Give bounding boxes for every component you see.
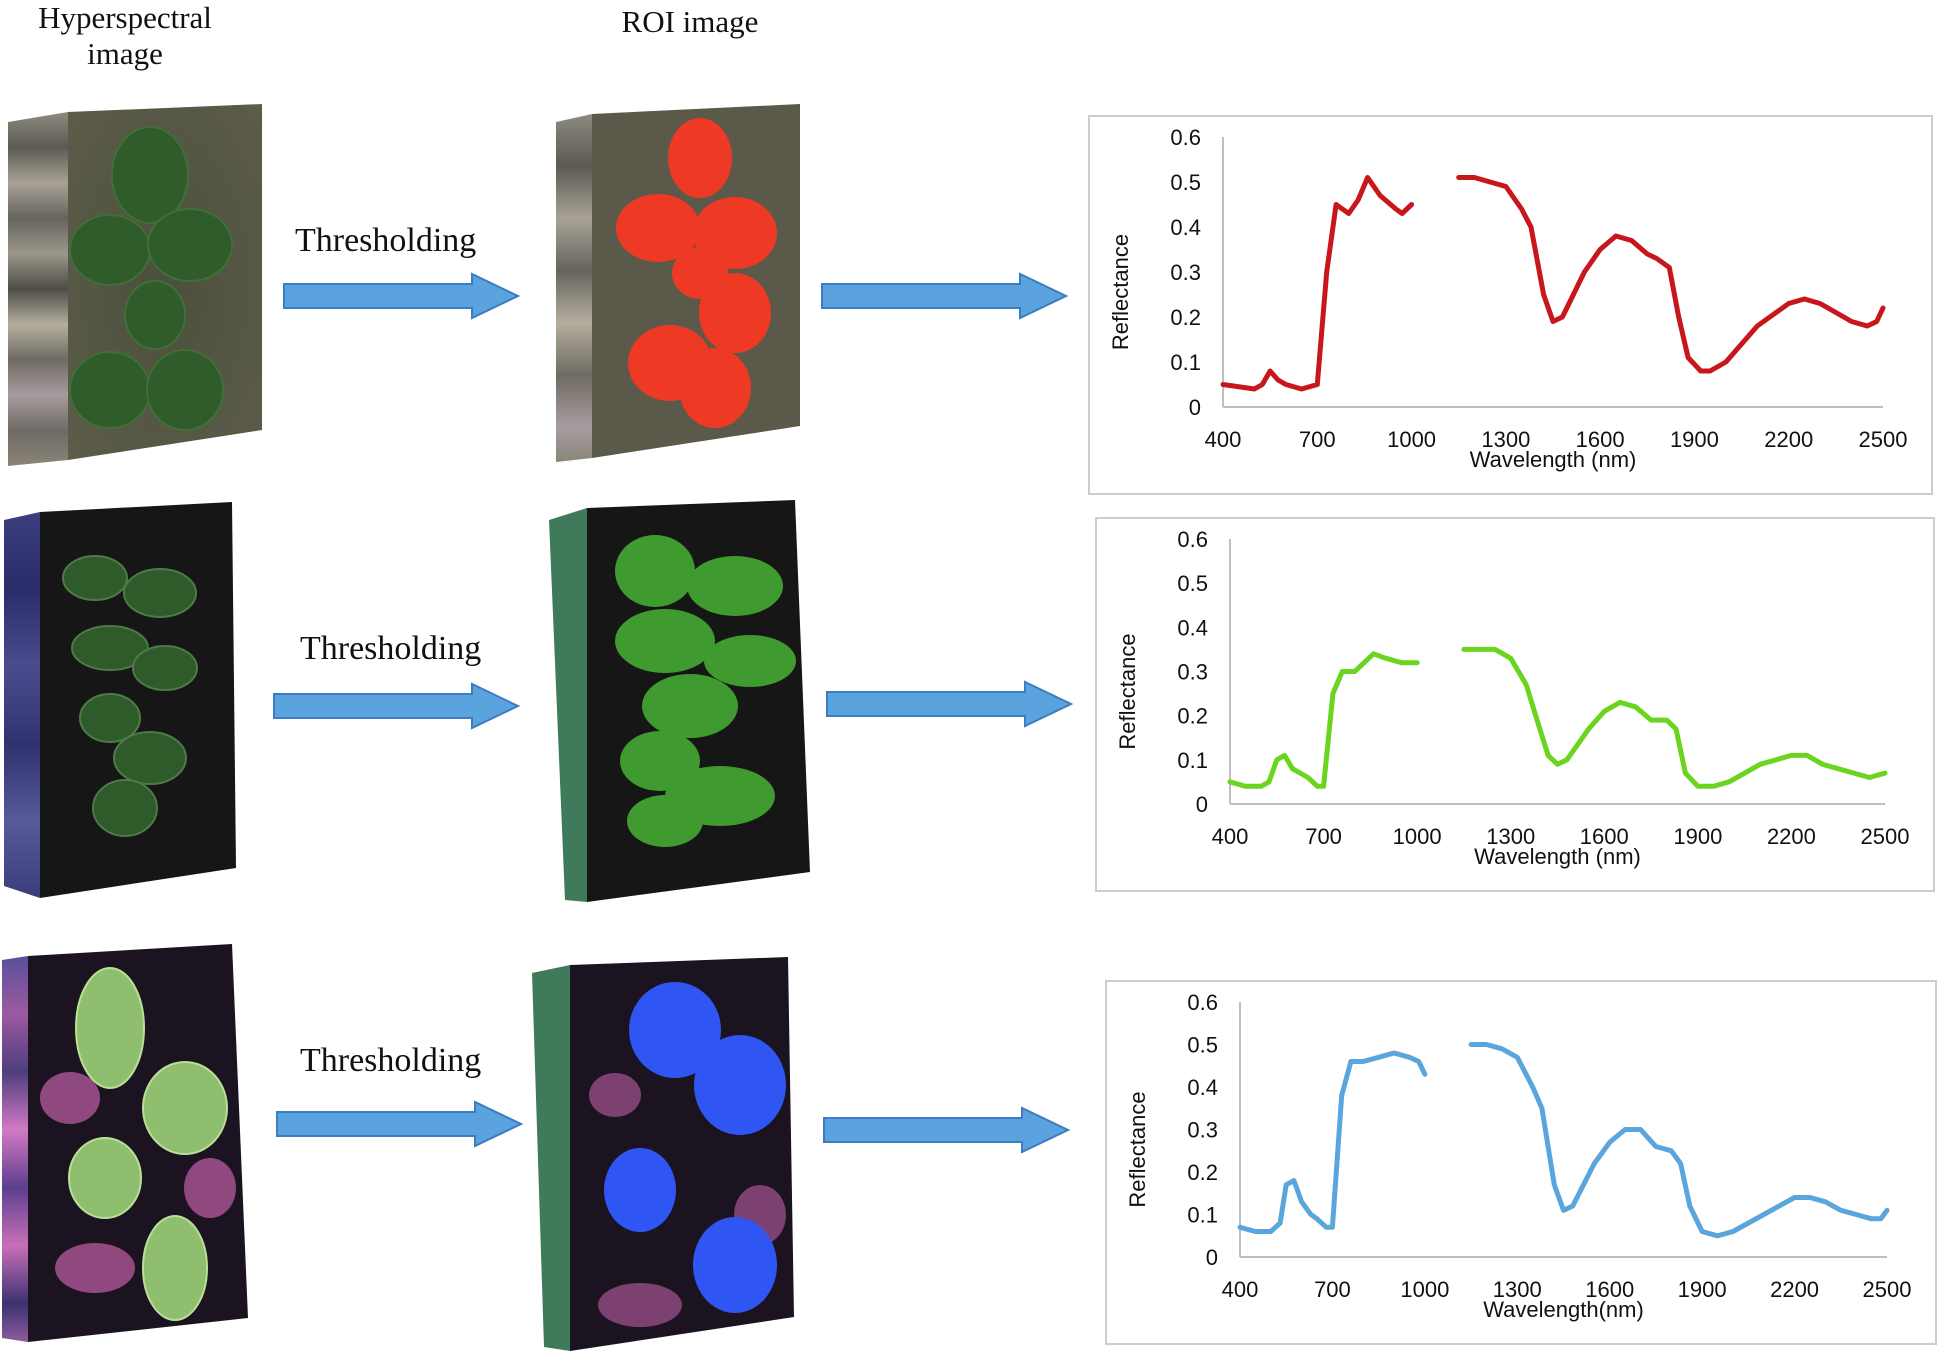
y-tick-label: 0.5 [1170, 170, 1201, 195]
hyperspectral-cube-3 [2, 944, 248, 1342]
chart-frame [1105, 980, 1937, 1345]
reflectance-chart-3: 0 0.1 0.2 0.3 0.4 0.5 0.6 400 700 1000 1300 1600 190… [1105, 980, 1937, 1345]
x-tick-label: 1300 [1493, 1277, 1542, 1302]
arrow-2b [826, 680, 1074, 728]
y-tick-label: 0.6 [1170, 125, 1201, 150]
spectrum-line-segment-2 [1468, 1042, 1890, 1239]
hyperspectral-cube-2 [4, 502, 236, 898]
thresholding-label-3: Thresholding [300, 1042, 482, 1079]
y-tick-label: 0.1 [1177, 748, 1208, 773]
reflectance-chart-2: 0 0.1 0.2 0.3 0.4 0.5 0.6 400 700 1000 1300 1600 190… [1095, 517, 1935, 892]
x-tick-label: 1000 [1400, 1277, 1449, 1302]
x-tick-label: 1300 [1481, 427, 1530, 452]
x-tick-label: 700 [1305, 824, 1342, 849]
thresholding-label-2: Thresholding [300, 630, 482, 667]
x-tick-label: 2500 [1859, 427, 1908, 452]
y-tick-label: 0.4 [1177, 615, 1208, 640]
y-tick-label: 0.2 [1170, 305, 1201, 330]
y-tick-label: 0.6 [1177, 527, 1208, 552]
y-tick-label: 0 [1196, 792, 1208, 817]
spectrum-line-segment-2 [1461, 646, 1888, 789]
x-axis-title: Wavelength(nm) [1483, 1297, 1644, 1322]
arrow-2a [273, 682, 521, 730]
x-tick-label: 1600 [1580, 824, 1629, 849]
y-tick-label: 0.4 [1187, 1075, 1218, 1100]
x-tick-label: 1900 [1670, 427, 1719, 452]
y-axis-title: Reflectance [1115, 633, 1140, 749]
spectrum-line-segment-1 [1237, 1050, 1428, 1234]
spectrum-line-segment-2 [1456, 175, 1886, 374]
y-tick-label: 0 [1189, 395, 1201, 420]
y-tick-label: 0.5 [1187, 1033, 1218, 1058]
x-tick-label: 400 [1222, 1277, 1259, 1302]
y-tick-label: 0.6 [1187, 990, 1218, 1015]
y-tick-label: 0.3 [1187, 1118, 1218, 1143]
x-tick-label: 400 [1212, 824, 1249, 849]
x-axis-title: Wavelength (nm) [1470, 447, 1637, 472]
roi-cube-1 [556, 104, 800, 462]
y-tick-label: 0 [1206, 1245, 1218, 1270]
y-tick-label: 0.2 [1187, 1160, 1218, 1185]
x-tick-label: 700 [1299, 427, 1336, 452]
roi-cube-2 [549, 500, 810, 902]
roi-image-header: ROI image [621, 4, 759, 39]
y-tick-label: 0.4 [1170, 215, 1201, 240]
y-tick-label: 0.1 [1187, 1203, 1218, 1228]
hyperspectral-cube-1 [8, 104, 262, 466]
y-axis-title: Reflectance [1108, 234, 1133, 350]
arrow-3b [823, 1106, 1071, 1154]
x-tick-label: 1000 [1393, 824, 1442, 849]
x-tick-label: 700 [1314, 1277, 1351, 1302]
x-tick-label: 1900 [1673, 824, 1722, 849]
x-tick-label: 2200 [1767, 824, 1816, 849]
x-axis-title: Wavelength (nm) [1474, 844, 1641, 869]
arrow-1b [821, 272, 1069, 320]
x-tick-label: 2500 [1861, 824, 1910, 849]
arrow-1a [283, 272, 521, 320]
reflectance-chart-1: 0 0.1 0.2 0.3 0.4 0.5 0.6 400 700 1000 1300 1600 190… [1088, 115, 1933, 495]
spectrum-line-segment-1 [1220, 175, 1415, 392]
y-tick-label: 0.5 [1177, 571, 1208, 596]
y-tick-label: 0.3 [1170, 260, 1201, 285]
x-tick-label: 2500 [1863, 1277, 1912, 1302]
thresholding-label-1: Thresholding [295, 222, 477, 259]
chart-frame [1095, 517, 1935, 892]
y-axis-title: Reflectance [1125, 1091, 1150, 1207]
hyperspectral-image-header: Hyperspectral image [38, 0, 212, 71]
x-tick-label: 1900 [1678, 1277, 1727, 1302]
y-tick-label: 0.1 [1170, 350, 1201, 375]
x-tick-label: 2200 [1770, 1277, 1819, 1302]
y-tick-label: 0.3 [1177, 660, 1208, 685]
x-tick-label: 400 [1205, 427, 1242, 452]
x-tick-label: 2200 [1764, 427, 1813, 452]
roi-mask-green [615, 535, 796, 847]
roi-mask-red [616, 118, 777, 428]
arrow-3a [276, 1100, 524, 1148]
x-tick-label: 1600 [1576, 427, 1625, 452]
x-tick-label: 1000 [1387, 427, 1436, 452]
spectrum-line-segment-1 [1227, 651, 1420, 789]
roi-mask-blue [604, 982, 786, 1313]
x-tick-label: 1600 [1585, 1277, 1634, 1302]
roi-cube-3 [532, 957, 794, 1351]
x-tick-label: 1300 [1486, 824, 1535, 849]
y-tick-label: 0.2 [1177, 704, 1208, 729]
